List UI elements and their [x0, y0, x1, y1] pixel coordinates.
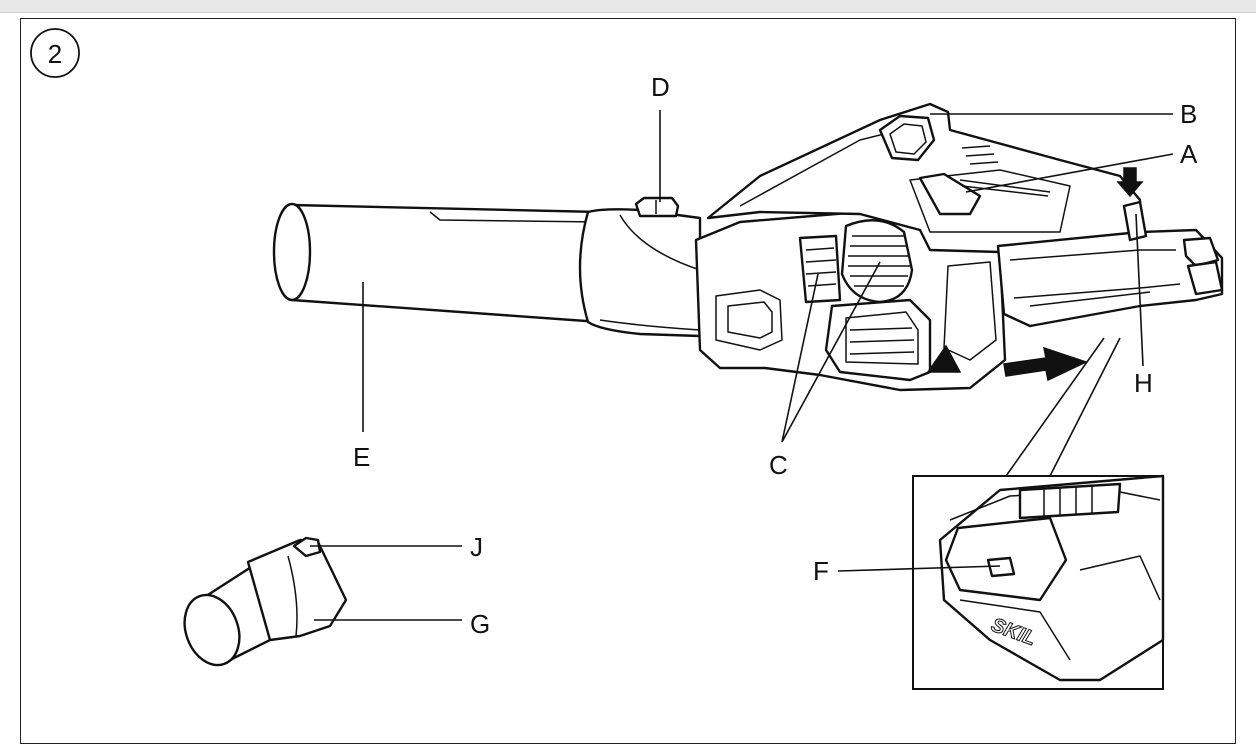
tube-collar: [578, 208, 702, 338]
motor-housing: [694, 210, 1007, 392]
battery-on-tool: [996, 228, 1224, 328]
battery-release-button: [1116, 167, 1148, 242]
leader-line-f: [837, 565, 1001, 572]
callout-d: D: [651, 72, 670, 102]
leader-line-c1: [781, 273, 819, 443]
air-intake-vents: [798, 219, 914, 304]
figure-frame: [20, 18, 1236, 744]
callout-b: B: [1180, 99, 1197, 129]
speed-lock-button: [634, 196, 680, 218]
nozzle-attachment: [183, 536, 348, 667]
leader-line-h: [1135, 213, 1144, 367]
leader-lines: [310, 110, 1174, 621]
callout-c: C: [769, 450, 788, 480]
callout-f: F: [813, 556, 829, 586]
callout-labels: A B C D E F G H J: [353, 72, 1198, 639]
top-strip: [0, 0, 1256, 13]
callout-j: J: [470, 532, 483, 562]
callout-a: A: [1180, 139, 1198, 169]
blower-tube: [272, 202, 602, 324]
battery-slide-arrow: [1003, 346, 1089, 382]
figure-number: 2: [48, 39, 62, 69]
callout-g: G: [470, 609, 490, 639]
handle: [706, 102, 1142, 254]
callout-e: E: [353, 442, 370, 472]
callout-h: H: [1134, 368, 1153, 398]
leader-line-c2: [781, 261, 881, 443]
handle-end-cap: [878, 114, 936, 162]
leader-line-a: [965, 153, 1174, 193]
battery-detail-inset: SKIL: [912, 337, 1165, 690]
figure-number-badge: 2: [30, 28, 80, 78]
